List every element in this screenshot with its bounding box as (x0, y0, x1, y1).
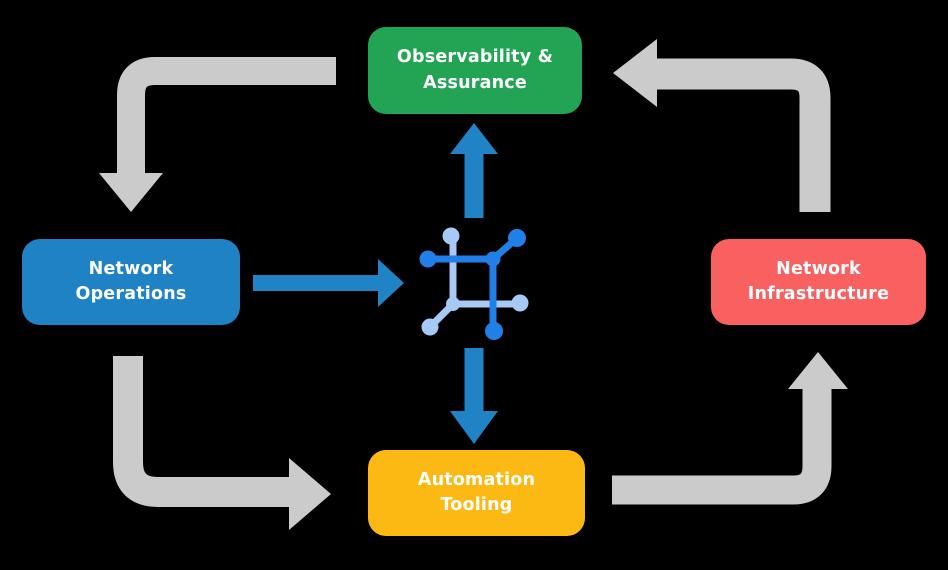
io-arrow-operations-to-center (253, 259, 404, 307)
arrow-shaft (657, 58, 831, 212)
arrow-shaft (612, 389, 832, 505)
icon-node-top (442, 227, 460, 245)
icon-node-right (511, 294, 529, 312)
flow-arrow-operations-to-automation (113, 356, 331, 530)
icon-node-top-right (508, 229, 526, 247)
icon-node-left (419, 250, 437, 268)
arrow-head-right-icon (378, 259, 404, 307)
network-fabric-icon (419, 227, 529, 340)
io-arrow-center-to-observability (450, 123, 498, 218)
node-observability: Observability & Assurance (368, 27, 582, 114)
node-automation: Automation Tooling (368, 450, 585, 536)
icon-junction-dark (485, 251, 501, 267)
arrow-head-right-icon (289, 458, 331, 530)
node-infrastructure: Network Infrastructure (711, 239, 926, 325)
icon-node-bottom (485, 322, 503, 340)
node-infrastructure-label: Network Infrastructure (747, 258, 890, 304)
icon-junction-light (446, 297, 460, 311)
arrow-head-down-icon (99, 173, 163, 212)
arrow-head-up-icon (450, 123, 498, 154)
flow-arrow-infrastructure-to-observability (613, 39, 831, 212)
arrow-shaft (117, 57, 336, 174)
node-operations-label: Network Operations (75, 258, 187, 304)
node-operations: Network Operations (22, 239, 240, 325)
arrow-head-down-icon (450, 411, 498, 444)
arrow-shaft (113, 356, 289, 507)
flow-arrow-automation-to-infrastructure (612, 352, 848, 505)
arrow-head-left-icon (613, 39, 657, 107)
icon-node-bottom-left (421, 318, 439, 336)
node-observability-label: Observability & Assurance (396, 47, 554, 93)
arrow-head-up-icon (788, 352, 848, 389)
io-arrow-center-to-automation (450, 348, 498, 444)
node-automation-label: Automation Tooling (417, 469, 536, 515)
flow-arrow-observability-to-operations (99, 57, 336, 212)
